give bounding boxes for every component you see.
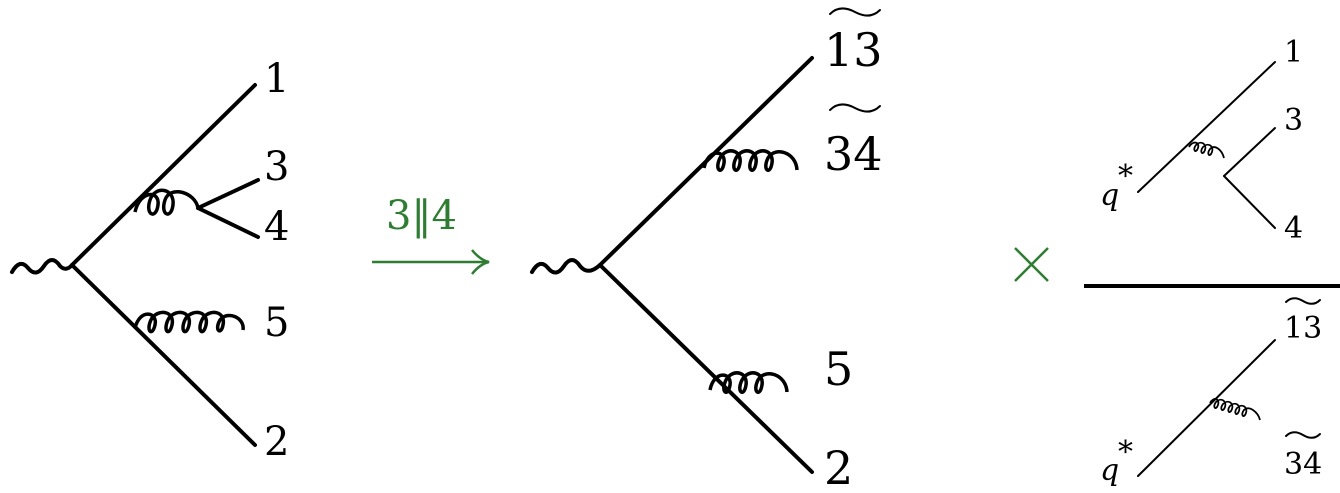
middle-diagram: 13 34 5 2 [530,7,883,493]
limit-arrow: 3‖4 [372,193,490,275]
middle-label-5: 5 [824,342,853,396]
denominator-tilde-34 [1285,431,1321,439]
times-stroke-b [1014,247,1049,282]
times-symbol [1014,247,1049,282]
denominator-diagram: q * 13 34 [1100,297,1322,488]
numerator-quark-line [1137,61,1276,193]
arrow-head [471,249,490,275]
left-diagram: 1 3 4 5 2 [10,56,289,465]
left-label-5: 5 [264,300,289,346]
denominator-virtual-star: * [1118,435,1133,470]
denominator-quark-line [1137,339,1276,477]
left-gluon-upper [133,188,200,216]
left-gluon-lower [133,310,245,334]
numerator-label-1: 1 [1284,35,1303,70]
numerator-label-4: 4 [1284,211,1303,246]
numerator-gluon [1188,141,1225,159]
denominator-label-34: 34 [1284,447,1322,482]
arrow-label: 3‖4 [386,193,457,239]
denominator-label-13: 13 [1284,311,1322,346]
denominator-virtual-q: q [1100,453,1119,488]
numerator-virtual-star: * [1118,159,1133,194]
left-label-4: 4 [264,204,289,250]
middle-tilde-34 [829,103,881,113]
numerator-branch-3 [1223,127,1276,177]
middle-label-34: 34 [824,127,883,181]
left-quark-branch-3 [196,178,260,210]
left-label-1: 1 [264,56,289,102]
denominator-tilde-13 [1285,297,1321,305]
middle-quark-line-lower [598,263,814,474]
left-label-2: 2 [264,419,289,465]
numerator-label-3: 3 [1284,103,1303,138]
numerator-diagram: q * 1 3 4 [1100,35,1303,246]
numerator-virtual-q: q [1100,178,1119,213]
numerator-branch-4 [1223,175,1276,229]
middle-photon-line [530,258,602,275]
middle-gluon-upper [702,149,799,173]
left-label-3: 3 [264,144,289,190]
left-quark-line-upper [70,83,257,267]
left-quark-branch-4 [196,206,260,239]
left-photon-line [10,258,74,275]
middle-label-13: 13 [824,23,883,77]
middle-tilde-13 [829,7,881,17]
denominator-gluon [1209,398,1261,421]
right-fraction: q * 1 3 4 q * 13 34 [1084,35,1340,488]
left-quark-line-lower [70,263,257,447]
middle-gluon-lower [708,371,789,395]
middle-label-2: 2 [824,441,853,488]
